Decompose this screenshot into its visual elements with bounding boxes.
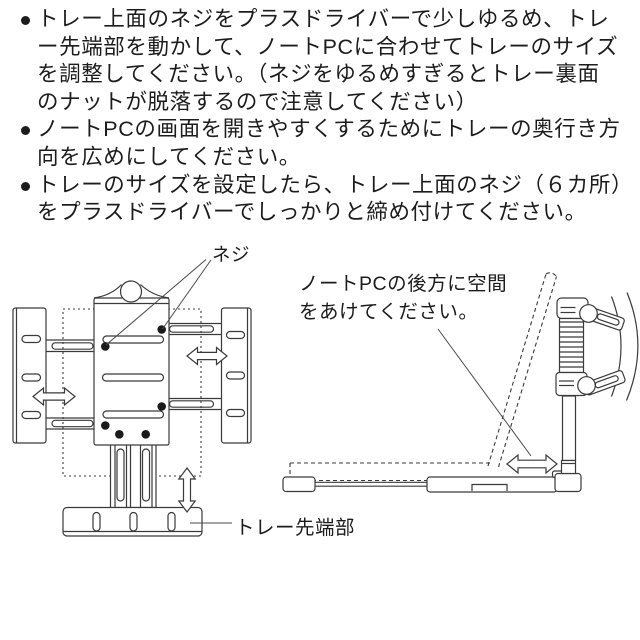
left-wing <box>12 307 47 444</box>
pole-connector <box>560 459 577 475</box>
tray-latch <box>471 483 508 491</box>
instruction-item: ノートPCの画面を開きやすくするためにトレーの奥行き方 向を広めにしてください。 <box>20 116 626 171</box>
support-pillar-curve <box>625 292 639 401</box>
support-pole <box>555 297 598 462</box>
instruction-item: トレー上面のネジをプラスドライバーで少しゆるめ、トレ ー先端部を動かして、ノート… <box>20 6 626 116</box>
tray-tip-bar <box>62 506 203 537</box>
pole-foot <box>554 472 582 493</box>
left-lower-rail <box>46 417 95 430</box>
right-lower-rail <box>168 397 222 411</box>
tray-top-view-diagram <box>12 259 252 537</box>
hinge-knob <box>577 376 596 395</box>
instruction-line: を調整してください。（ネジをゆるめすぎるとトレー裏面 <box>37 62 600 87</box>
instruction-line: トレーのサイズを設定したら、トレー上面のネジ（６カ所） <box>37 172 634 197</box>
screws-label: ネジ <box>212 244 251 265</box>
right-wing <box>220 307 252 444</box>
tray-side-view-diagram <box>282 272 639 493</box>
tray-tip-side <box>282 476 316 493</box>
bullet-icon <box>20 6 37 34</box>
tray-plate <box>93 280 170 446</box>
instruction-text: トレーのサイズを設定したら、トレー上面のネジ（６カ所） をプラスドライバーでしっ… <box>37 172 633 227</box>
screw-leader-line <box>105 259 207 346</box>
instruction-item: トレーのサイズを設定したら、トレー上面のネジ（６カ所） をプラスドライバーでしっ… <box>20 172 632 227</box>
screw-dot <box>157 402 166 411</box>
space-arrow-horizontal <box>506 453 558 475</box>
instruction-line: のナットが脱落するので注意してください） <box>37 89 478 114</box>
screw-dot <box>115 430 124 439</box>
hinge-knob <box>579 304 598 323</box>
screw-dot <box>141 430 150 439</box>
instruction-line: 向を広めにしてください。 <box>37 144 301 169</box>
screw-dot <box>101 421 110 430</box>
adjust-arrow-vertical <box>177 466 197 514</box>
bullet-icon <box>20 116 37 144</box>
tray-tip-label: トレー先端部 <box>235 517 356 539</box>
instruction-line: ノートPCの画面を開きやすくするためにトレーの奥行き方 <box>37 117 621 142</box>
space-note-line2: をあけてください。 <box>299 300 479 323</box>
bullet-icon <box>20 172 37 200</box>
notebook-screen-dashed <box>497 276 558 468</box>
instruction-text: ノートPCの画面を開きやすくするためにトレーの奥行き方 向を広めにしてください。 <box>37 116 626 171</box>
tray-side-profile <box>282 459 582 493</box>
notebook-screen-dashed <box>487 273 547 467</box>
instruction-line: をプラスドライバーでしっかりと締め付けてください。 <box>37 200 587 225</box>
instruction-text: トレー上面のネジをプラスドライバーで少しゆるめ、トレ ー先端部を動かして、ノート… <box>37 6 626 116</box>
space-note-line1: ノートPCの後方に空間 <box>299 273 508 295</box>
space-note-label: ノートPCの後方に空間 をあけてください。 <box>299 271 507 326</box>
plate-knob <box>119 280 143 303</box>
instruction-line: トレー上面のネジをプラスドライバーで少しゆるめ、トレ <box>37 7 610 31</box>
adjust-arrow-left-horizontal <box>32 386 76 407</box>
adjust-arrow-right-horizontal <box>186 346 228 366</box>
left-upper-rail <box>46 339 95 353</box>
instruction-list: トレー上面のネジをプラスドライバーで少しゆるめ、トレ ー先端部を動かして、ノート… <box>20 6 632 227</box>
tray-stem <box>109 440 157 509</box>
screw-leader-line <box>162 259 212 330</box>
space-note-leader-line <box>437 328 532 457</box>
instruction-line: ー先端部を動かして、ノートPCに合わせてトレーのサイズ <box>37 34 619 59</box>
right-upper-rail <box>168 322 222 336</box>
